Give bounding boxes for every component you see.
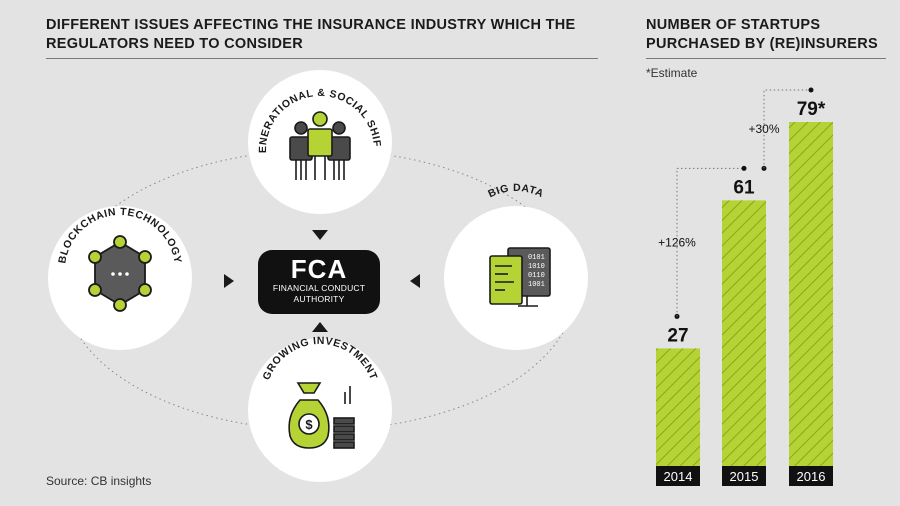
svg-text:0101: 0101 <box>528 254 545 262</box>
diagram-title: DIFFERENT ISSUES AFFECTING THE INSURANCE… <box>46 16 606 54</box>
fca-acronym: FCA <box>290 254 348 284</box>
growth-label-0: +126% <box>658 235 696 249</box>
arrow-up-icon <box>312 322 328 332</box>
fca-name-line-2: AUTHORITY <box>293 294 345 304</box>
arrows <box>224 230 420 332</box>
blockchain-hexagon-icon <box>88 235 152 312</box>
category-box-2016 <box>789 466 833 486</box>
growth-dot-end-1 <box>808 87 814 93</box>
growth-label-1: +30% <box>748 122 779 136</box>
growth-connector-0 <box>676 167 744 317</box>
chart-title-line-2: PURCHASED BY (RE)INSURERS <box>646 36 879 52</box>
svg-text:$: $ <box>305 417 313 432</box>
source-note: Source: CB insights <box>46 474 152 488</box>
chart-title: NUMBER OF STARTUPS PURCHASED BY (RE)INSU… <box>646 16 886 54</box>
svg-text:1001: 1001 <box>528 281 545 289</box>
svg-text:1010: 1010 <box>528 263 545 271</box>
diagram-title-line-2: REGULATORS NEED TO CONSIDER <box>46 36 304 52</box>
bar-2016 <box>789 122 833 466</box>
diagram-title-divider <box>46 58 598 59</box>
fca-name-line-1: FINANCIAL CONDUCT <box>272 283 366 293</box>
arrow-left-icon <box>410 274 420 288</box>
diagram-title-line-1: DIFFERENT ISSUES AFFECTING THE INSURANCE… <box>46 17 576 33</box>
fca-center-box: FCA FINANCIAL CONDUCT AUTHORITY <box>258 250 380 314</box>
arrow-down-icon <box>312 230 328 240</box>
category-label-2016: 2016 <box>797 469 826 484</box>
category-box-2015 <box>722 466 766 486</box>
category-label-2014: 2014 <box>664 469 693 484</box>
people-group-icon <box>289 111 351 180</box>
bar-2014 <box>656 348 700 466</box>
value-label-2014: 27 <box>667 325 688 346</box>
growth-dot-end-0 <box>741 165 747 171</box>
issue-node-growing-investment: GROWING INVESTMENT $ <box>248 335 392 482</box>
category-box-2014 <box>656 466 700 486</box>
category-label-2015: 2015 <box>730 469 759 484</box>
arrow-right-icon <box>224 274 234 288</box>
chart-title-divider <box>646 58 886 59</box>
issue-label-big-data: BIG DATA <box>486 182 545 200</box>
bar-2015 <box>722 200 766 466</box>
value-label-2015: 61 <box>733 177 755 198</box>
svg-text:0110: 0110 <box>528 272 545 280</box>
chart-title-line-1: NUMBER OF STARTUPS <box>646 17 821 33</box>
estimate-note: *Estimate <box>646 66 698 80</box>
money-bag-icon: $ <box>288 382 355 449</box>
value-label-2016: 79* <box>797 99 826 120</box>
data-screen-icon <box>489 247 551 307</box>
